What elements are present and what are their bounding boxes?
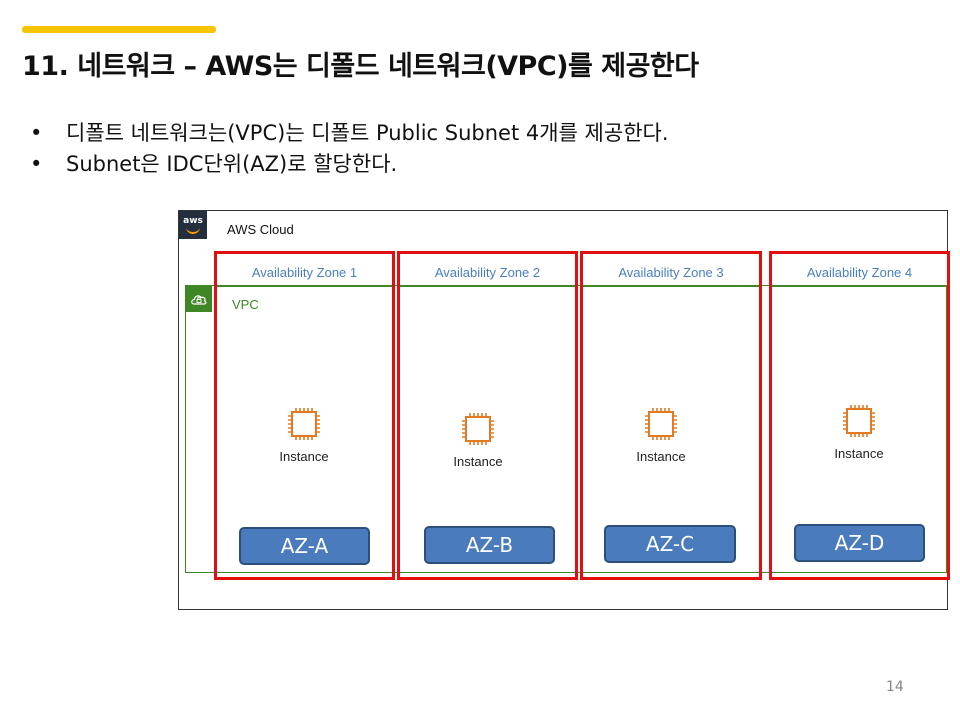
az-badge-c: AZ-C [604,525,736,563]
instance-node: Instance [616,404,706,464]
instance-label: Instance [636,449,686,464]
instance-label: Instance [453,454,503,469]
instance-node: Instance [814,401,904,461]
availability-zone-1: Availability Zone 1 [214,251,395,580]
availability-zone-title: Availability Zone 1 [251,265,358,280]
instance-node: Instance [433,409,523,469]
bullet-item: • Subnet은 IDC단위(AZ)로 할당한다. [30,149,669,180]
instance-label: Instance [834,446,884,461]
bullet-item: • 디폴트 네트워크는(VPC)는 디폴트 Public Subnet 4개를 … [30,118,669,149]
ec2-chip-icon [288,408,320,440]
az-badge-d: AZ-D [794,524,925,562]
ec2-chip-icon [843,405,875,437]
vpc-cloud-lock-icon [186,286,212,312]
availability-zone-4: Availability Zone 4 [769,251,950,580]
bullet-text: 디폴트 네트워크는(VPC)는 디폴트 Public Subnet 4개를 제공… [66,121,669,145]
vpc-label: VPC [232,297,259,312]
az-badge-b: AZ-B [424,526,555,564]
availability-zone-title: Availability Zone 2 [434,265,541,280]
bullet-dot: • [30,152,43,176]
vpc-group: VPC [185,285,947,573]
bullet-dot: • [30,121,43,145]
ec2-chip-icon [462,413,494,445]
availability-zone-title: Availability Zone 3 [618,265,724,280]
bullet-text: Subnet은 IDC단위(AZ)로 할당한다. [66,152,398,176]
availability-zone-title: Availability Zone 4 [806,265,913,280]
az-badge-a: AZ-A [239,527,370,565]
ec2-chip-icon [645,408,677,440]
bullet-list: • 디폴트 네트워크는(VPC)는 디폴트 Public Subnet 4개를 … [30,118,669,180]
title-accent-bar [22,26,216,33]
aws-logo-text: aws [183,215,203,226]
availability-zone-3: Availability Zone 3 [580,251,762,580]
instance-label: Instance [279,449,329,464]
aws-cloud-label: AWS Cloud [227,222,294,237]
instance-node: Instance [259,404,349,464]
aws-logo-icon: aws [179,211,207,239]
availability-zone-2: Availability Zone 2 [397,251,578,580]
page-number: 14 [886,679,904,695]
slide-title: 11. 네트워크 – AWS는 디폴드 네트워크(VPC)를 제공한다 [22,51,699,82]
